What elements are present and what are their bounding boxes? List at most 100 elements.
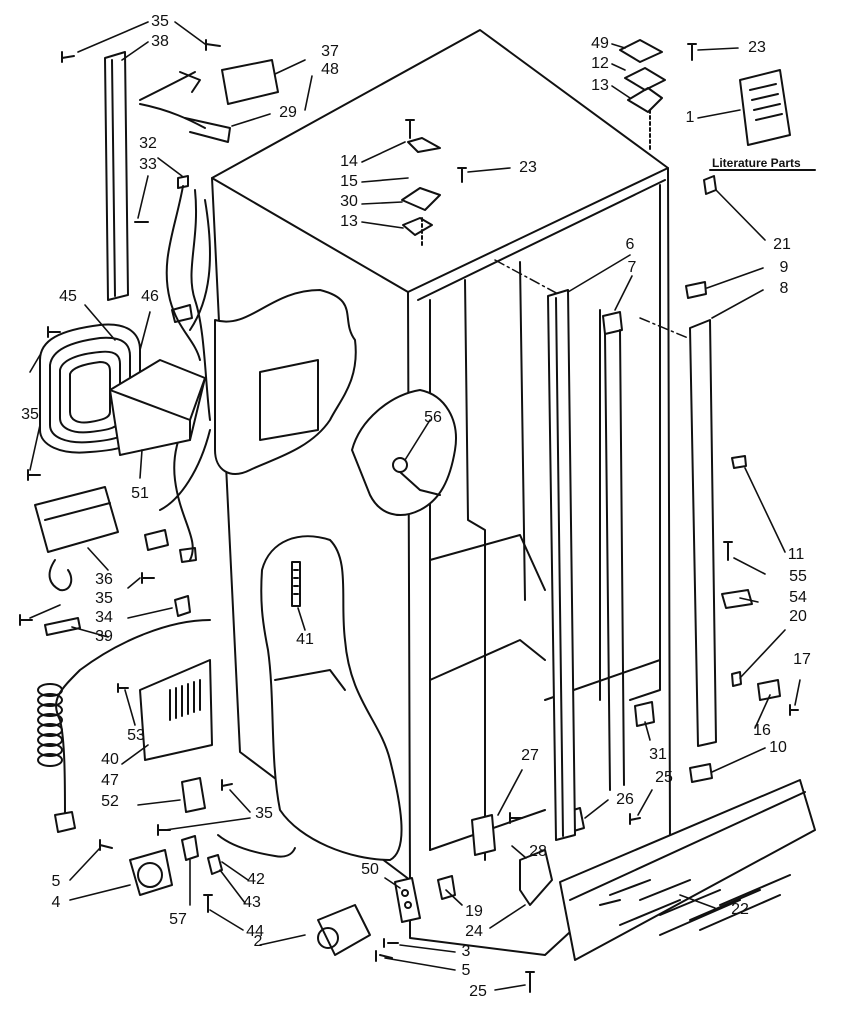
- part-19-clip: [437, 875, 456, 900]
- callout-34: 34: [95, 609, 113, 626]
- callout-23b: 23: [748, 39, 766, 56]
- callout-53: 53: [127, 727, 145, 744]
- part-11-clip: [731, 455, 747, 469]
- callout-5a: 5: [51, 873, 61, 890]
- part-54-bracket: [721, 589, 753, 609]
- callout-46: 46: [141, 288, 159, 305]
- callout-8: 8: [779, 280, 789, 297]
- part-9-block: [685, 281, 707, 299]
- callout-44: 44: [246, 923, 264, 940]
- callout-27: 27: [521, 747, 539, 764]
- part-36-tray: [34, 486, 119, 592]
- callout-2: 2: [253, 933, 263, 950]
- callout-37: 37: [321, 43, 339, 60]
- rear-cutaway: [214, 289, 357, 475]
- callout-57: 57: [169, 911, 187, 928]
- callout-7: 7: [627, 259, 637, 276]
- part-55-screw: [723, 541, 733, 561]
- callout-35a: 35: [151, 13, 169, 30]
- top-hinge-center: [401, 119, 467, 236]
- part-6-strip: [547, 289, 576, 841]
- literature-booklet: [739, 69, 791, 146]
- callout-11: 11: [787, 546, 805, 563]
- part-24-hinge: [519, 849, 553, 906]
- part-38-strip: [104, 51, 129, 301]
- part-57-bracket: [181, 835, 199, 861]
- part-3-washer: [383, 938, 399, 948]
- part-29-harness: [139, 71, 231, 143]
- callout-12: 12: [591, 55, 609, 72]
- part-40-cord: [37, 619, 211, 833]
- part-31-latch: [634, 701, 655, 727]
- callout-38: 38: [151, 33, 169, 50]
- callout-35c: 35: [95, 590, 113, 607]
- part-5-screw: [375, 950, 393, 962]
- callout-14: 14: [340, 153, 358, 170]
- screws-left: [19, 326, 155, 626]
- callout-55: 55: [789, 568, 807, 585]
- screw-35-bottom: [221, 779, 233, 791]
- callout-17: 17: [793, 651, 811, 668]
- callout-4: 4: [51, 894, 61, 911]
- part-16-bracket: [757, 679, 781, 701]
- part-17-screw: [789, 704, 799, 716]
- callout-13a: 13: [340, 213, 358, 230]
- part-7-bar: [602, 311, 625, 791]
- callout-20: 20: [789, 608, 807, 625]
- part-22-grille: [559, 779, 816, 961]
- part-8-strip: [689, 319, 717, 747]
- callout-42: 42: [247, 871, 265, 888]
- callout-49: 49: [591, 35, 609, 52]
- callout-33: 33: [139, 156, 157, 173]
- callout-35d: 35: [255, 805, 273, 822]
- part-25-screw-mid: [629, 813, 641, 825]
- callout-40: 40: [101, 751, 119, 768]
- callout-30: 30: [340, 193, 358, 210]
- part-4-caster: [99, 839, 173, 896]
- callout-16: 16: [753, 722, 771, 739]
- callout-10: 10: [769, 739, 787, 756]
- callout-26: 26: [616, 791, 634, 808]
- callout-47: 47: [101, 772, 119, 789]
- callout-13b: 13: [591, 77, 609, 94]
- part-39-strip: [44, 617, 81, 636]
- callout-29: 29: [279, 104, 297, 121]
- part-44-screw: [203, 894, 213, 913]
- part-2-roller: [317, 904, 371, 956]
- callout-22: 22: [731, 901, 749, 918]
- callout-21: 21: [773, 236, 791, 253]
- callout-56: 56: [424, 409, 442, 426]
- callout-54: 54: [789, 589, 807, 606]
- foam-cutaway: [260, 535, 403, 861]
- callout-45: 45: [59, 288, 77, 305]
- callout-19: 19: [465, 903, 483, 920]
- callout-3: 3: [461, 943, 471, 960]
- part-46-block: [109, 359, 206, 456]
- callout-43: 43: [243, 894, 261, 911]
- callout-1: 1: [685, 109, 695, 126]
- callout-50: 50: [361, 861, 379, 878]
- callout-9: 9: [779, 259, 789, 276]
- callout-24: 24: [465, 923, 483, 940]
- callout-25b: 25: [655, 769, 673, 786]
- callout-32: 32: [139, 135, 157, 152]
- callout-48: 48: [321, 61, 339, 78]
- part-20-clip: [731, 671, 742, 687]
- part-27-hinge: [471, 812, 523, 856]
- top-hinge-right: [619, 39, 697, 113]
- part-50-relay: [394, 877, 421, 923]
- part-21-clip: [703, 175, 717, 195]
- callout-23a: 23: [519, 159, 537, 176]
- literature-parts-title: Literature Parts: [712, 156, 801, 170]
- part-52-bracket: [181, 777, 206, 813]
- callout-25a: 25: [469, 983, 487, 1000]
- callout-35b: 35: [21, 406, 39, 423]
- callout-15: 15: [340, 173, 358, 190]
- callout-28: 28: [529, 843, 547, 860]
- callout-31: 31: [649, 746, 667, 763]
- part-10-block: [689, 763, 713, 783]
- part-34-clip: [174, 595, 191, 617]
- callout-5b: 5: [461, 962, 471, 979]
